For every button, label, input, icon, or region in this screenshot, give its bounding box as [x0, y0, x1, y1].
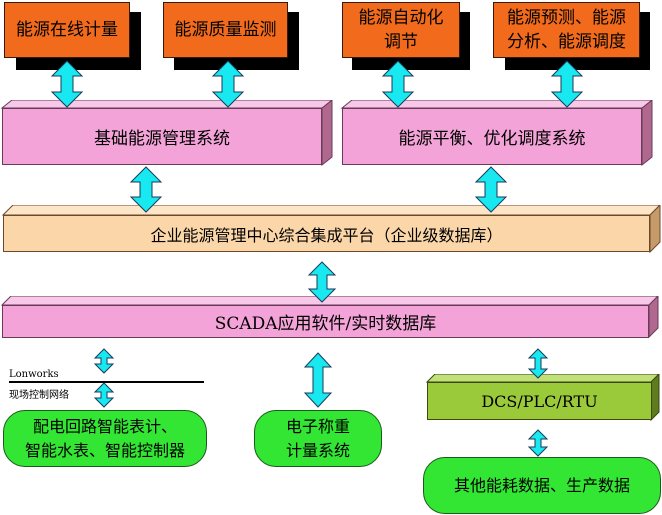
double-arrow-icon: [303, 352, 333, 408]
basic-energy-system: 基础能源管理系统: [2, 108, 322, 165]
box-auto-regulation-label: 能源自动化 调节: [358, 8, 444, 52]
dcs-plc-rtu-box: DCS/PLC/RTU: [427, 382, 652, 420]
dcs-plc-rtu-label: DCS/PLC/RTU: [481, 391, 598, 411]
basic-energy-system-label: 基础能源管理系统: [94, 129, 230, 149]
integration-platform-label: 企业能源管理中心综合集成平台（企业级数据库）: [150, 225, 503, 245]
smart-meters-box: 配电回路智能表计、 智能水表、智能控制器: [3, 410, 207, 467]
smart-meters-label: 配电回路智能表计、 智能水表、智能控制器: [24, 416, 185, 460]
weighing-system-label: 电子称重 计量系统: [285, 416, 350, 460]
balance-optimization-system-label: 能源平衡、优化调度系统: [398, 129, 586, 149]
box-forecast-analysis-label: 能源预测、能源 分析、能源调度: [507, 8, 626, 52]
box-auto-regulation: 能源自动化 调节: [342, 2, 460, 58]
network-divider: [9, 381, 204, 383]
weighing-system-box: 电子称重 计量系统: [254, 410, 382, 467]
lonworks-label: Lonworks: [9, 369, 59, 380]
production-data-label: 其他能耗数据、生产数据: [453, 475, 630, 495]
field-network-label: 现场控制网络: [9, 390, 69, 401]
box-energy-metering: 能源在线计量: [4, 2, 130, 58]
scada-database: SCADA应用软件/实时数据库: [2, 305, 649, 338]
double-arrow-icon: [93, 348, 115, 374]
double-arrow-icon: [93, 382, 115, 408]
box-quality-monitoring-label: 能源质量监测: [174, 20, 277, 40]
production-data-box: 其他能耗数据、生产数据: [423, 457, 661, 514]
double-arrow-icon: [527, 429, 549, 457]
integration-platform: 企业能源管理中心综合集成平台（企业级数据库）: [3, 215, 650, 252]
box-energy-metering-label: 能源在线计量: [16, 20, 118, 40]
box-forecast-analysis: 能源预测、能源 分析、能源调度: [493, 2, 640, 58]
box-quality-monitoring: 能源质量监测: [163, 2, 288, 58]
scada-database-label: SCADA应用软件/实时数据库: [214, 314, 437, 334]
balance-optimization-system: 能源平衡、优化调度系统: [342, 108, 642, 165]
